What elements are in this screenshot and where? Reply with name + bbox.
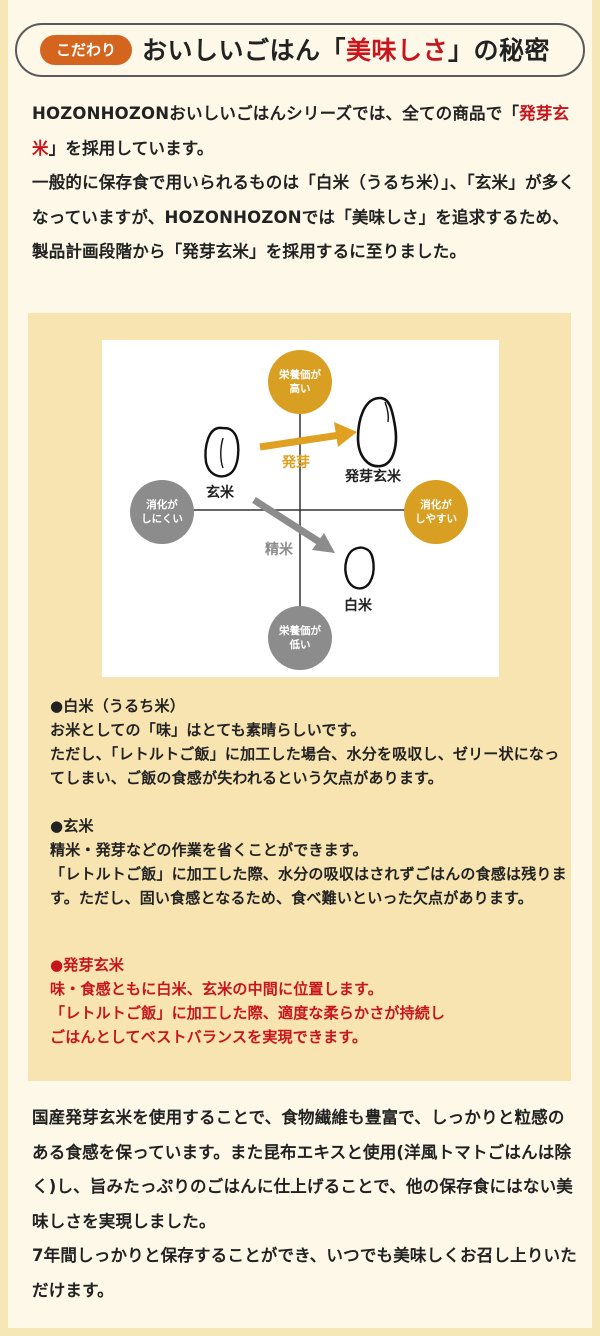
digestion-easy-label: 消化が しやすい (415, 499, 457, 525)
hatsuga-grain-sprout (384, 401, 390, 423)
section-body: 味・食感ともに白米、玄米の中間に位置します。 「レトルトご飯」に加工した際、適度… (50, 980, 446, 1046)
intro-highlight: 発芽玄米 (32, 104, 570, 158)
hatsuga-genmai-grain-icon (356, 396, 398, 468)
nutrition-high-circle: 栄養価が 高い (268, 350, 332, 414)
seimai-arrow-shaft (252, 497, 323, 546)
intro-part2: 」を採用しています。 (48, 138, 214, 158)
section-hakumai: ●白米（うるち米） お米としての「味」はとても素晴らしいです。 ただし、「レトル… (50, 694, 570, 790)
digestion-easy-circle: 消化が しやすい (404, 480, 468, 544)
section-title: ●発芽玄米 (50, 956, 125, 974)
section-body: 精米・発芽などの作業を省くことができます。 「レトルトご飯」に加工した際、水分の… (50, 841, 567, 907)
outro-paragraph: 国産発芽玄米を使用することで、食物繊維も豊富で、しっかりと粒感のある食感を保って… (32, 1101, 577, 1308)
kodawari-tag: こだわり (40, 35, 132, 65)
title-suffix: 」の秘密 (448, 36, 551, 65)
digestion-hard-circle: 消化が しにくい (130, 480, 194, 544)
digestion-hard-label: 消化が しにくい (141, 499, 183, 525)
genmai-label: 玄米 (206, 485, 234, 501)
hakumai-label: 白米 (344, 598, 372, 614)
genmai-grain-icon (204, 426, 240, 478)
section-genmai: ●玄米 精米・発芽などの作業を省くことができます。 「レトルトご飯」に加工した際… (50, 814, 570, 910)
genmai-grain-line (220, 437, 224, 469)
section-body: お米としての「味」はとても素晴らしいです。 ただし、「レトルトご飯」に加工した場… (50, 721, 560, 787)
rice-diagram: 栄養価が 高い 栄養価が 低い 消化が しにくい 消化が しやすい 玄米 発芽玄… (102, 340, 499, 677)
hakumai-grain-icon (344, 546, 375, 590)
outro-line1: 国産発芽玄米を使用することで、食物繊維も豊富で、しっかりと粒感のある食感を保って… (32, 1108, 573, 1231)
hatsuga-arrow-head (334, 422, 357, 447)
hatsuga-arrow-shaft (259, 431, 341, 451)
intro-part1: HOZONHOZONおいしいごはんシリーズでは、全ての商品で「 (32, 104, 520, 123)
title-highlight: 美味しさ (346, 36, 449, 65)
intro-line2: 一般的に保存食で用いられるものは「白米（うるち米）」、「玄米」が多くなっています… (32, 173, 576, 261)
hatsuga-genmai-label: 発芽玄米 (345, 469, 401, 485)
seimai-arrow-label: 精米 (265, 542, 293, 558)
nutrition-low-circle: 栄養価が 低い (268, 606, 332, 670)
nutrition-high-label: 栄養価が 高い (279, 369, 321, 395)
outro-line2: 7年間しっかりと保存することができ、いつでも美味しくお召し上りいただけます。 (32, 1246, 577, 1300)
section-title: ●玄米 (50, 817, 94, 835)
title-prefix: おいしいごはん「 (142, 36, 347, 65)
hatsuga-arrow-label: 発芽 (282, 455, 310, 471)
seimai-arrow-head (312, 533, 335, 553)
header-banner (15, 23, 585, 77)
section-hatsuga-genmai: ●発芽玄米 味・食感ともに白米、玄米の中間に位置します。 「レトルトご飯」に加工… (50, 953, 570, 1049)
section-title: ●白米（うるち米） (50, 697, 185, 715)
page-title: おいしいごはん「美味しさ」の秘密 (142, 31, 550, 67)
nutrition-low-label: 栄養価が 低い (279, 625, 321, 651)
intro-paragraph: HOZONHOZONおいしいごはんシリーズでは、全ての商品で「発芽玄米」を採用し… (32, 97, 577, 270)
